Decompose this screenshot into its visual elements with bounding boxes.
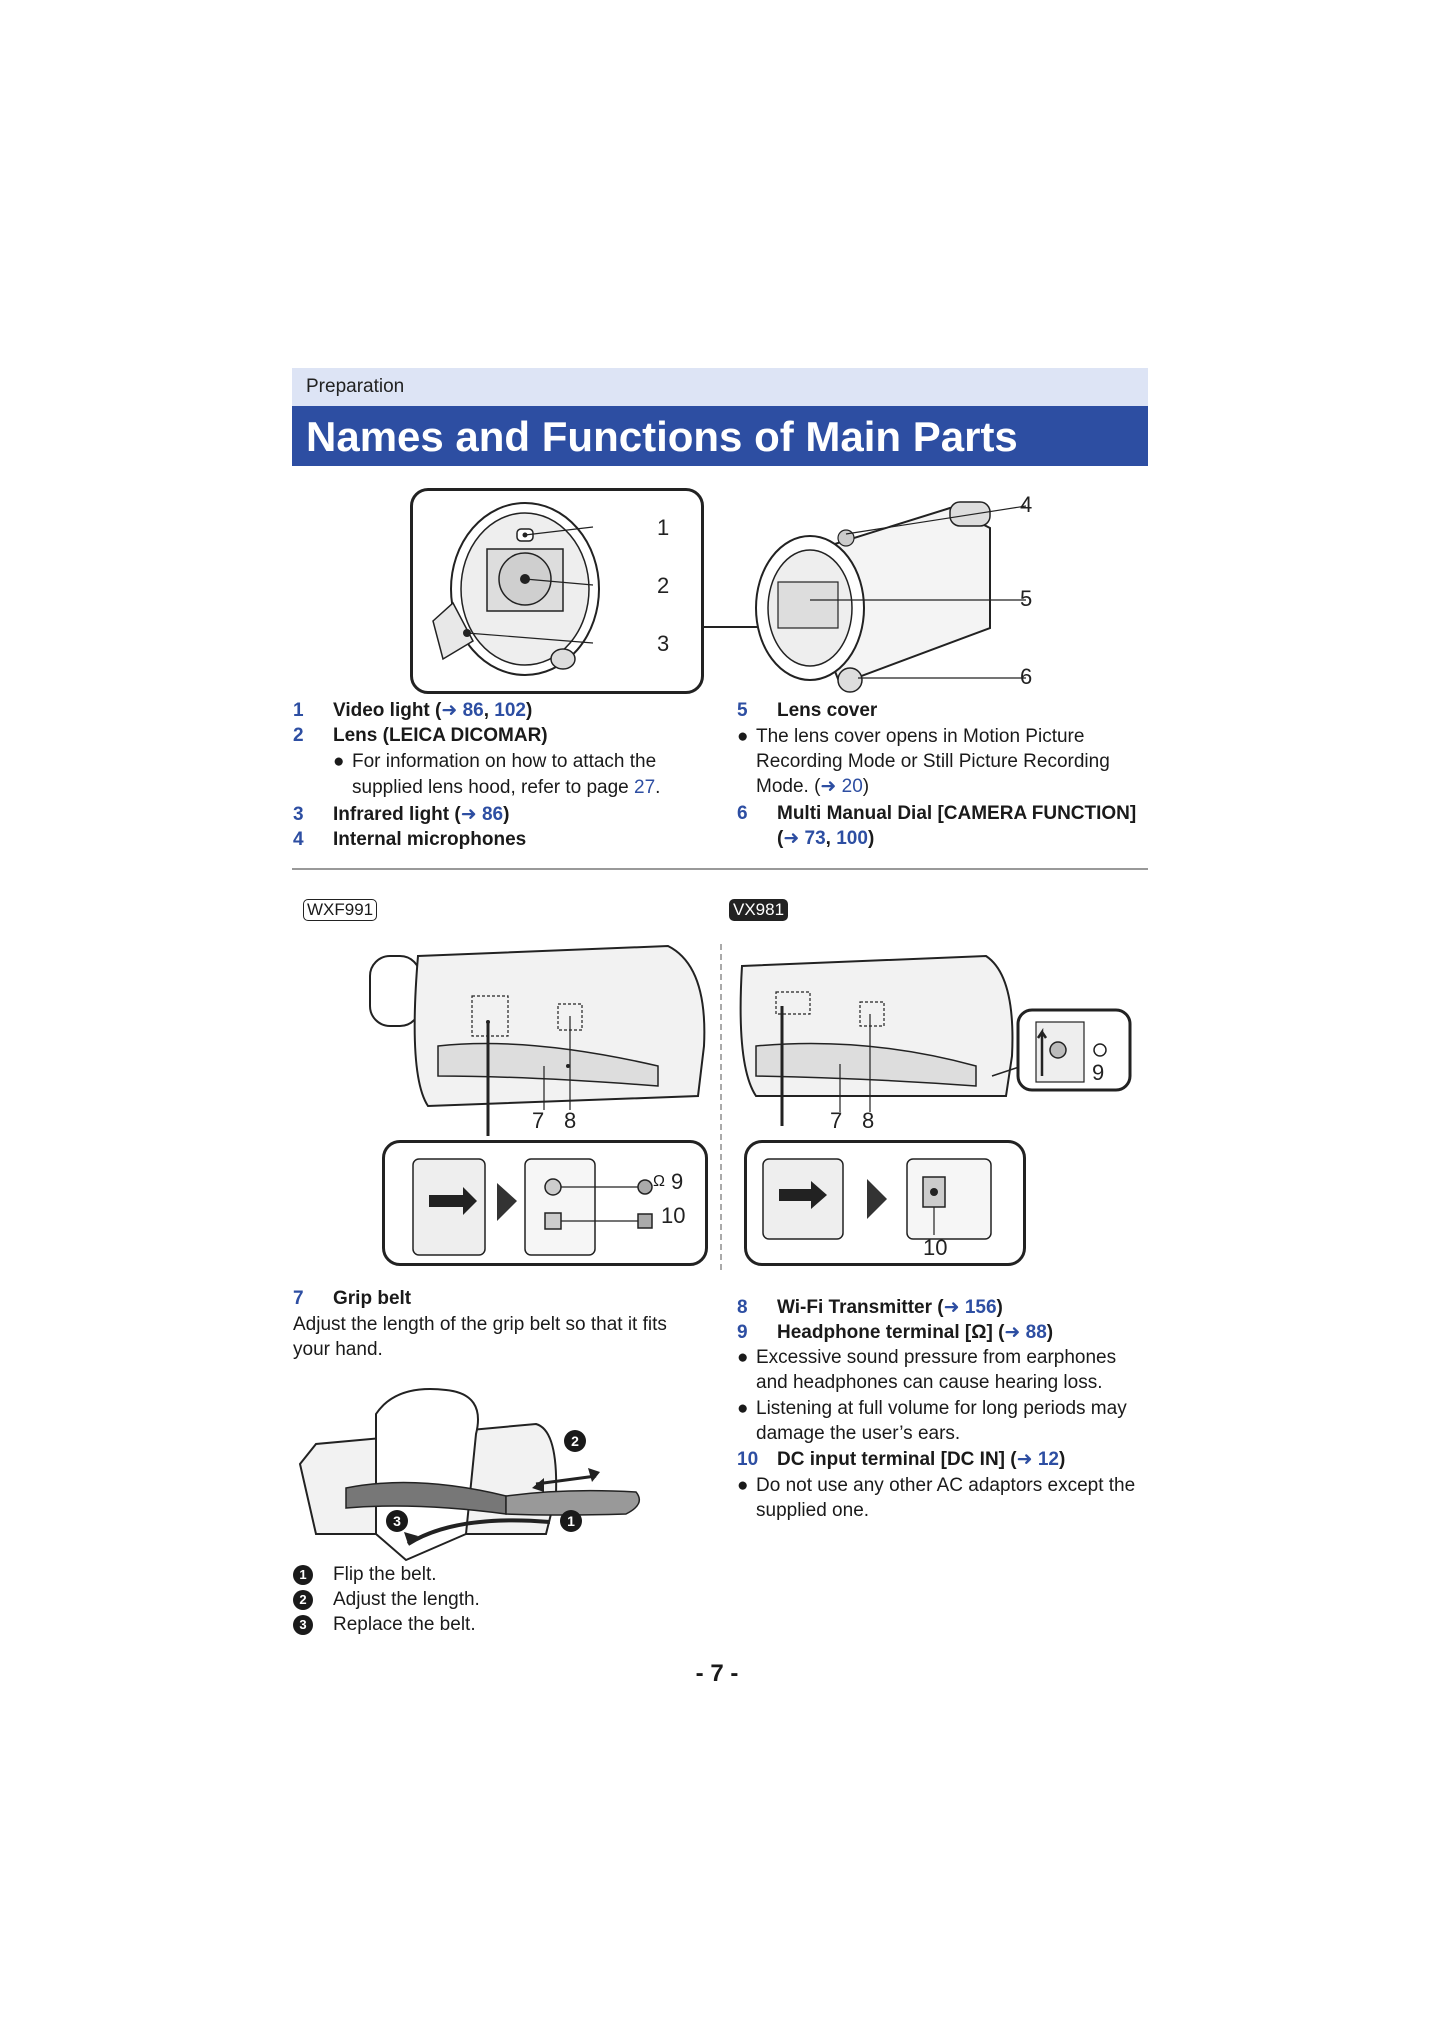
part-1: 1 Video light (➜ 86, 102) [293,700,533,721]
callout-left-7: 7 [532,1108,545,1133]
callout-3: 3 [657,631,670,656]
grip-mark-3: 3 [386,1510,408,1532]
wxf991-side-figure: 7 8 [368,936,708,1136]
part-7: 7 Grip belt [293,1288,412,1309]
link-20[interactable]: 20 [841,776,863,797]
vx981-side-figure: 7 8 9 [736,946,1136,1136]
wxf991-side-illustration [369,944,706,1136]
wxf991-terminal-illustration [412,1158,653,1256]
callout-6: 6 [1020,664,1033,689]
part-6-refs: (➜ 73, 100) [777,828,875,849]
part-10: 10 DC input terminal [DC IN] (➜ 12) [737,1449,1066,1470]
callout-left-9: 9 [671,1169,684,1194]
part-2-bullet: ● For information on how to attach the s… [333,751,661,798]
link-73[interactable]: 73 [804,828,826,849]
link-86b[interactable]: 86 [481,804,504,825]
link-27[interactable]: 27 [634,777,656,798]
section-band: Preparation [292,368,1148,406]
camera-angle-illustration [755,501,1027,693]
grip-steps: 1 Flip the belt. 2 Adjust the length. 3 … [293,1564,713,1644]
part-9: 9 Headphone terminal [Ω] (➜ 88) [737,1322,1054,1343]
section-divider [292,868,1148,870]
front-lens-illustration [432,502,600,676]
title-bar: Names and Functions of Main Parts [292,406,1148,466]
part-3: 3 Infrared light (➜ 86) [293,804,510,825]
section-label: Preparation [306,376,405,397]
part-10-bullet: ● Do not use any other AC adaptors excep… [737,1475,1136,1521]
wxf991-terminal-detail: Ω 9 10 [382,1140,708,1266]
callout-right-10: 10 [923,1235,948,1260]
model-tag-vx981: VX981 [729,899,789,921]
callout-left-10: 10 [661,1203,686,1228]
part-2: 2 Lens (LEICA DICOMAR) [293,725,548,746]
link-12[interactable]: 12 [1037,1449,1059,1470]
link-102[interactable]: 102 [494,700,526,721]
camera-angle-figure: 4 5 6 [750,488,1040,698]
link-88[interactable]: 88 [1025,1322,1047,1343]
part-5-bullet: ● The lens cover opens in Motion Picture… [737,726,1110,797]
page-title: Names and Functions of Main Parts [306,413,1018,460]
part-4: 4 Internal microphones [293,829,527,850]
vx981-terminal-illustration [762,1158,992,1240]
callout-2: 2 [657,573,670,598]
grip-desc: Adjust the length of the grip belt so th… [293,1314,667,1360]
model-divider [720,944,722,1270]
vx981-side-illustration [739,954,1132,1126]
link-156[interactable]: 156 [964,1297,997,1318]
page-number: - 7 - [695,1660,739,1687]
part-6: 6 Multi Manual Dial [CAMERA FUNCTION] [737,803,1137,824]
callout-5: 5 [1020,586,1033,611]
grip-belt-illustration [298,1388,641,1562]
grip-mark-2: 2 [564,1430,586,1452]
part-9-bullet-2: ● Listening at full volume for long peri… [737,1398,1127,1444]
callout-1: 1 [657,515,670,540]
callout-right-9: 9 [1092,1060,1105,1085]
link-86[interactable]: 86 [462,700,484,721]
headphone-icon: Ω [971,1322,987,1343]
callout-right-7: 7 [830,1108,843,1133]
callout-right-8: 8 [862,1108,875,1133]
callout-left-8: 8 [564,1108,577,1133]
grip-belt-figure: 2 3 1 [296,1384,656,1564]
vx981-terminal-detail: 10 [744,1140,1026,1266]
figure-connector [704,626,758,628]
callout-4: 4 [1020,492,1033,517]
link-100[interactable]: 100 [836,828,868,849]
part-8: 8 Wi-Fi Transmitter (➜ 156) [737,1297,1003,1318]
grip-mark-1: 1 [560,1510,582,1532]
part-5: 5 Lens cover [737,700,878,721]
part-9-bullet-1: ● Excessive sound pressure from earphone… [737,1347,1117,1393]
headphone-icon: Ω [653,1173,665,1190]
model-tag-wxf991: WXF991 [303,899,378,921]
front-view-figure: 1 2 3 [410,488,704,694]
